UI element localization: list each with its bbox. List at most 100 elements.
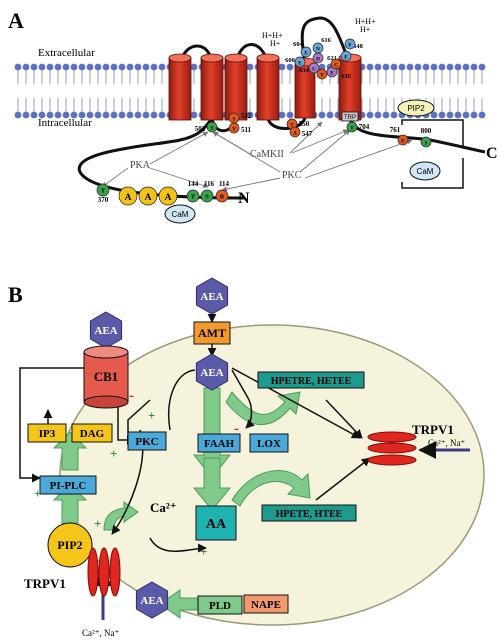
plus-sign: +: [200, 544, 207, 559]
lipid-head: [438, 111, 446, 119]
lipid-head: [382, 111, 390, 119]
residue-number: 600: [285, 57, 295, 64]
helix-cap: [256, 53, 280, 63]
hpetre-label: HPETRE, HETEE: [271, 376, 352, 387]
amt-label: AMT: [198, 326, 226, 340]
lipid-head: [14, 63, 22, 71]
lipid-head: [430, 111, 438, 119]
dag-box: [71, 423, 113, 443]
residue-bead: [289, 126, 301, 138]
amt-transporter: [193, 321, 231, 345]
trpv1-left-label: TRPV1: [24, 576, 66, 591]
lipid-head: [94, 111, 102, 119]
residue-letter: E: [344, 54, 348, 60]
pip2-cam-bracket: [401, 119, 464, 189]
cam-left-label: CaM: [172, 210, 189, 219]
residue-bead: [138, 186, 158, 206]
helix-s3: [224, 57, 248, 121]
intracellular-label: Intracellular: [38, 117, 92, 129]
lipid-head: [158, 111, 166, 119]
aea-label: AEA: [200, 291, 223, 303]
residue-letter: A: [125, 193, 132, 203]
residue-number: 144: [188, 180, 199, 188]
lipid-head: [390, 111, 398, 119]
lipid-head: [286, 63, 294, 71]
lipid-head: [134, 111, 142, 119]
lipid-head: [430, 63, 438, 71]
lipid-head: [318, 111, 326, 119]
residue-bead: [344, 38, 356, 50]
plus-sign: +: [34, 486, 41, 501]
residue-letter: C: [334, 62, 338, 68]
lipid-head: [406, 63, 414, 71]
pld-label: PLD: [209, 600, 231, 612]
trp-box: [341, 111, 359, 122]
ip3-label: IP3: [39, 428, 56, 440]
lipid-head: [190, 63, 198, 71]
residue-letter: D: [316, 56, 320, 62]
pip2-b-label: PIP2: [57, 538, 82, 552]
residue-bead: [420, 136, 432, 148]
pkc-box: [127, 431, 167, 451]
helix-s6: [338, 57, 362, 121]
aea-hexagon: [195, 277, 229, 315]
lipid-head: [78, 111, 86, 119]
residue-letter: E: [298, 60, 302, 66]
residue-number: 636: [341, 73, 352, 80]
residue-letter: R: [220, 194, 225, 201]
residue-letter: S: [205, 194, 209, 201]
residue-number: 604: [293, 41, 304, 48]
lipid-head: [422, 63, 430, 71]
plus-sign: +: [94, 516, 101, 531]
lipid-head: [126, 63, 134, 71]
residue-bead: [228, 122, 240, 134]
panel-a-label: A: [8, 8, 24, 33]
trpv1-right-label: TRPV1: [412, 422, 454, 437]
lipid-head: [30, 111, 38, 119]
lipid-head: [94, 63, 102, 71]
lipid-head: [158, 63, 166, 71]
residue-letter: A: [165, 193, 172, 203]
hpetre-box: [257, 371, 365, 389]
panel-a: A Extracellular Intracellular PIP2 CaM T…: [8, 8, 498, 224]
ca2-label: Ca²⁺: [150, 500, 177, 515]
residue-bead: [96, 183, 110, 197]
plus-sign: +: [110, 446, 117, 461]
residue-number: 634: [299, 67, 310, 74]
lipid-head: [246, 111, 254, 119]
residue-letter: A: [293, 130, 297, 136]
helix-cap: [200, 53, 224, 63]
lipid-head: [78, 63, 86, 71]
pip2-label: PIP2: [407, 104, 425, 113]
residue-letter: E: [330, 70, 334, 76]
cam-right-label: CaM: [417, 167, 434, 176]
residue-letter: S: [211, 125, 214, 131]
lipid-head: [46, 111, 54, 119]
residue-number: 704: [359, 123, 370, 131]
lipid-head: [462, 111, 470, 119]
lipid-head: [150, 111, 158, 119]
lipid-head: [22, 63, 30, 71]
cb1-receptor: CB1: [83, 345, 129, 409]
trpv1-left-channel: [87, 547, 121, 597]
residue-bead: [200, 189, 214, 203]
lipid-head: [190, 111, 198, 119]
lipid-head: [470, 111, 478, 119]
residue-letter: T: [290, 122, 294, 128]
aa-label: AA: [206, 517, 227, 532]
residue-number: 116: [204, 180, 215, 188]
lox-box: [249, 433, 289, 453]
residue-bead: [397, 134, 409, 146]
cb1-label: CB1: [94, 369, 119, 384]
pi-plc-box: [39, 475, 97, 495]
faah-box: [197, 433, 241, 453]
panel-b-label: B: [8, 282, 23, 307]
residue-letter: E: [401, 138, 405, 144]
residue-letter: C: [312, 66, 316, 72]
lipid-head: [46, 63, 54, 71]
lipid-head: [62, 63, 70, 71]
